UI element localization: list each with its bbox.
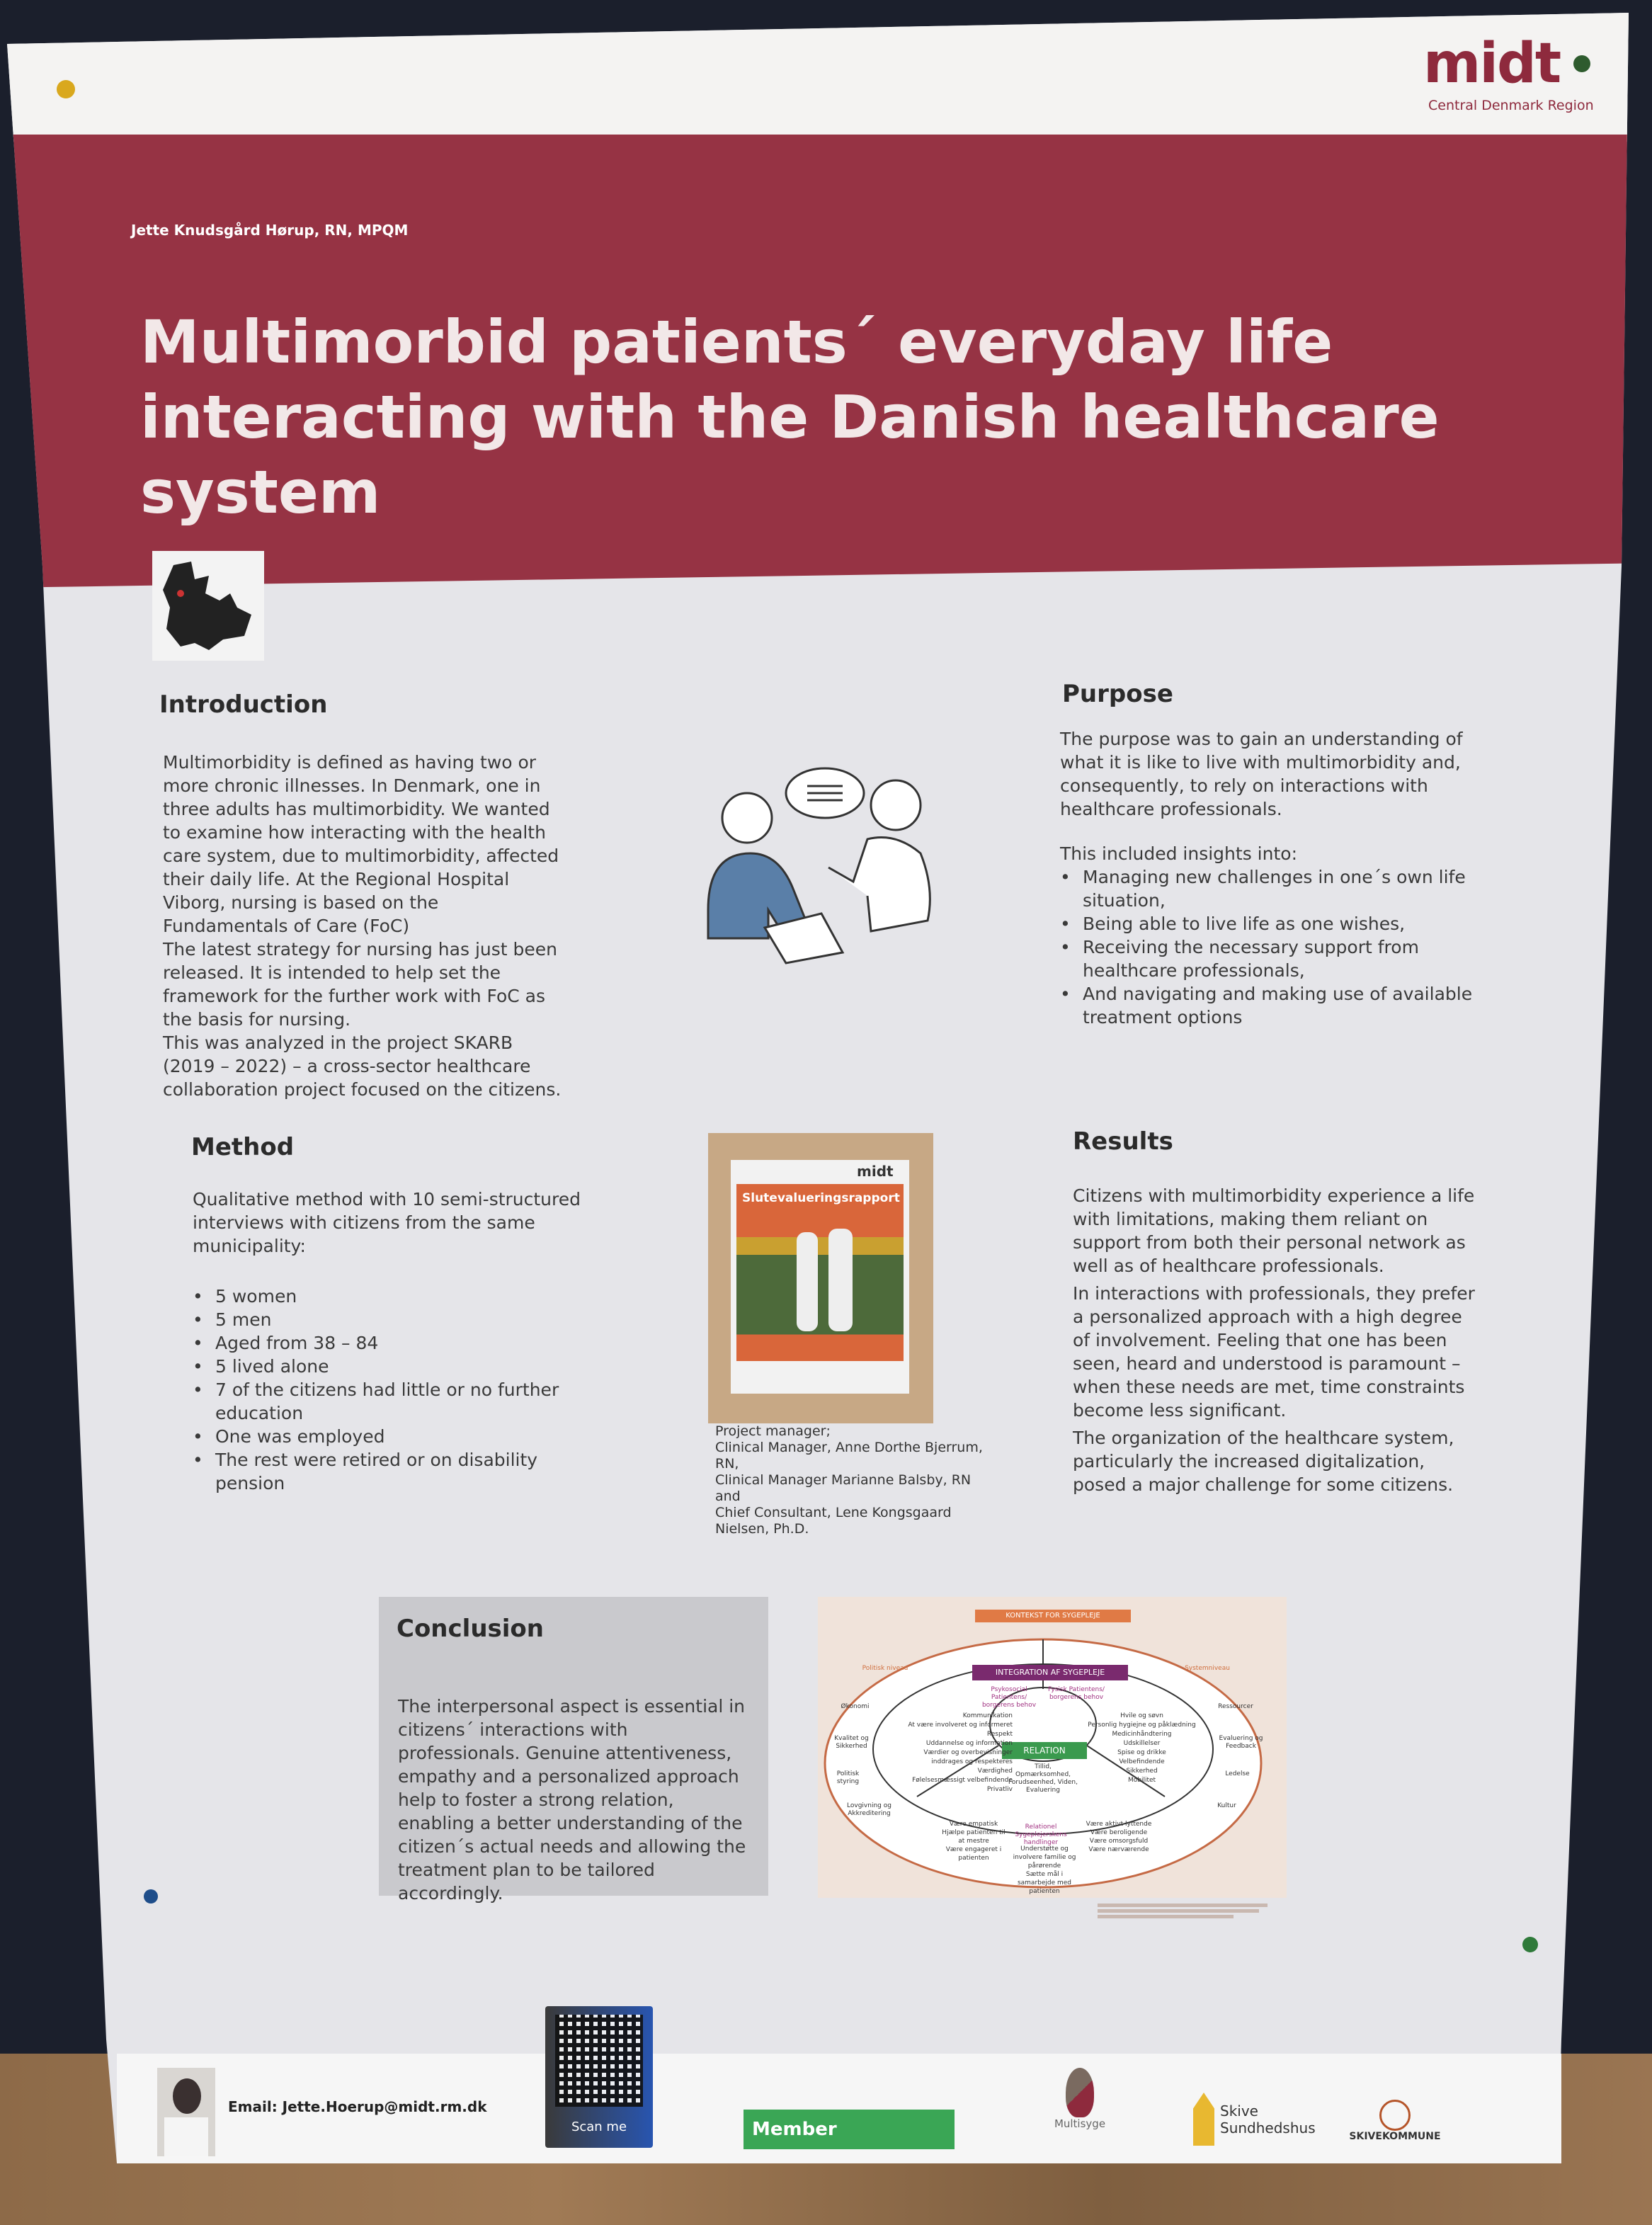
yellow-pin (57, 80, 75, 98)
list-item: 5 lived alone (193, 1355, 589, 1378)
purpose-list: Managing new challenges in one´s own lif… (1060, 865, 1499, 1029)
method-text: Qualitative method with 10 semi-structur… (193, 1188, 589, 1495)
method-heading: Method (191, 1133, 295, 1161)
skive-kommune-logo: SKIVEKOMMUNE (1349, 2100, 1441, 2142)
introduction-heading: Introduction (159, 690, 328, 719)
blue-pin (144, 1889, 158, 1904)
list-item: 7 of the citizens had little or no furth… (193, 1378, 589, 1425)
poster-title: Multimorbid patients´ everyday life inte… (140, 305, 1486, 530)
author-photo (157, 2068, 215, 2156)
list-item: Receiving the necessary support from hea… (1060, 935, 1499, 982)
conclusion-heading: Conclusion (397, 1615, 544, 1643)
diagram-integration-label: INTEGRATION AF SYGEPLEJE (972, 1665, 1128, 1680)
title-line: interacting with the Danish healthcare (140, 382, 1440, 452)
logo-subtitle: Central Denmark Region (1428, 98, 1594, 113)
conclusion-text: The interpersonal aspect is essential in… (398, 1696, 746, 1904)
title-band (7, 135, 1629, 588)
diagram-footnote (1098, 1901, 1268, 1920)
title-line: system (140, 457, 381, 527)
report-caption: Project manager;Clinical Manager, Anne D… (715, 1423, 983, 1537)
report-cover-image: midt Slutevalueringsrapport (708, 1133, 933, 1423)
conclusion-box: Conclusion The interpersonal aspect is e… (379, 1597, 768, 1904)
fundamentals-of-care-diagram: KONTEKST FOR SYGEPLEJE INTEGRATION AF SY… (818, 1597, 1287, 1898)
introduction-text: Multimorbidity is defined as having two … (163, 752, 562, 1100)
results-text: Citizens with multimorbidity experience … (1073, 1185, 1475, 1495)
member-logo: Member (744, 2110, 955, 2149)
purpose-text: The purpose was to gain an understanding… (1060, 727, 1499, 1029)
purpose-heading: Purpose (1062, 680, 1173, 708)
diagram-relation-label: RELATION (1002, 1742, 1087, 1759)
list-item: Managing new challenges in one´s own lif… (1060, 865, 1499, 912)
list-item: Aged from 38 – 84 (193, 1331, 589, 1355)
qr-label: Scan me (571, 2119, 627, 2134)
skive-sundhedshus-logo: Skive Sundhedshus (1193, 2093, 1316, 2146)
qr-code[interactable]: Scan me (545, 2006, 653, 2148)
multisyge-logo: Multisyge (1048, 2068, 1112, 2130)
denmark-map-image (152, 551, 264, 661)
list-item: Being able to live life as one wishes, (1060, 912, 1499, 935)
poster-top-strip (7, 13, 1629, 142)
conversation-illustration (701, 761, 942, 977)
list-item: And navigating and making use of availab… (1060, 982, 1499, 1029)
list-item: One was employed (193, 1425, 589, 1448)
author: Jette Knudsgård Hørup, RN, MPQM (131, 222, 409, 239)
green-pin (1522, 1937, 1538, 1952)
list-item: The rest were retired or on disability p… (193, 1448, 589, 1495)
results-heading: Results (1073, 1127, 1173, 1156)
list-item: 5 women (193, 1285, 589, 1308)
midt-logo: midt (1423, 32, 1561, 96)
title-line: Multimorbid patients´ everyday life (140, 307, 1333, 377)
logo-dot (1573, 55, 1590, 72)
method-list: 5 women 5 men Aged from 38 – 84 5 lived … (193, 1285, 589, 1495)
email[interactable]: Email: Jette.Hoerup@midt.rm.dk (228, 2098, 487, 2115)
list-item: 5 men (193, 1308, 589, 1331)
diagram-context-label: KONTEKST FOR SYGEPLEJE (975, 1610, 1131, 1622)
